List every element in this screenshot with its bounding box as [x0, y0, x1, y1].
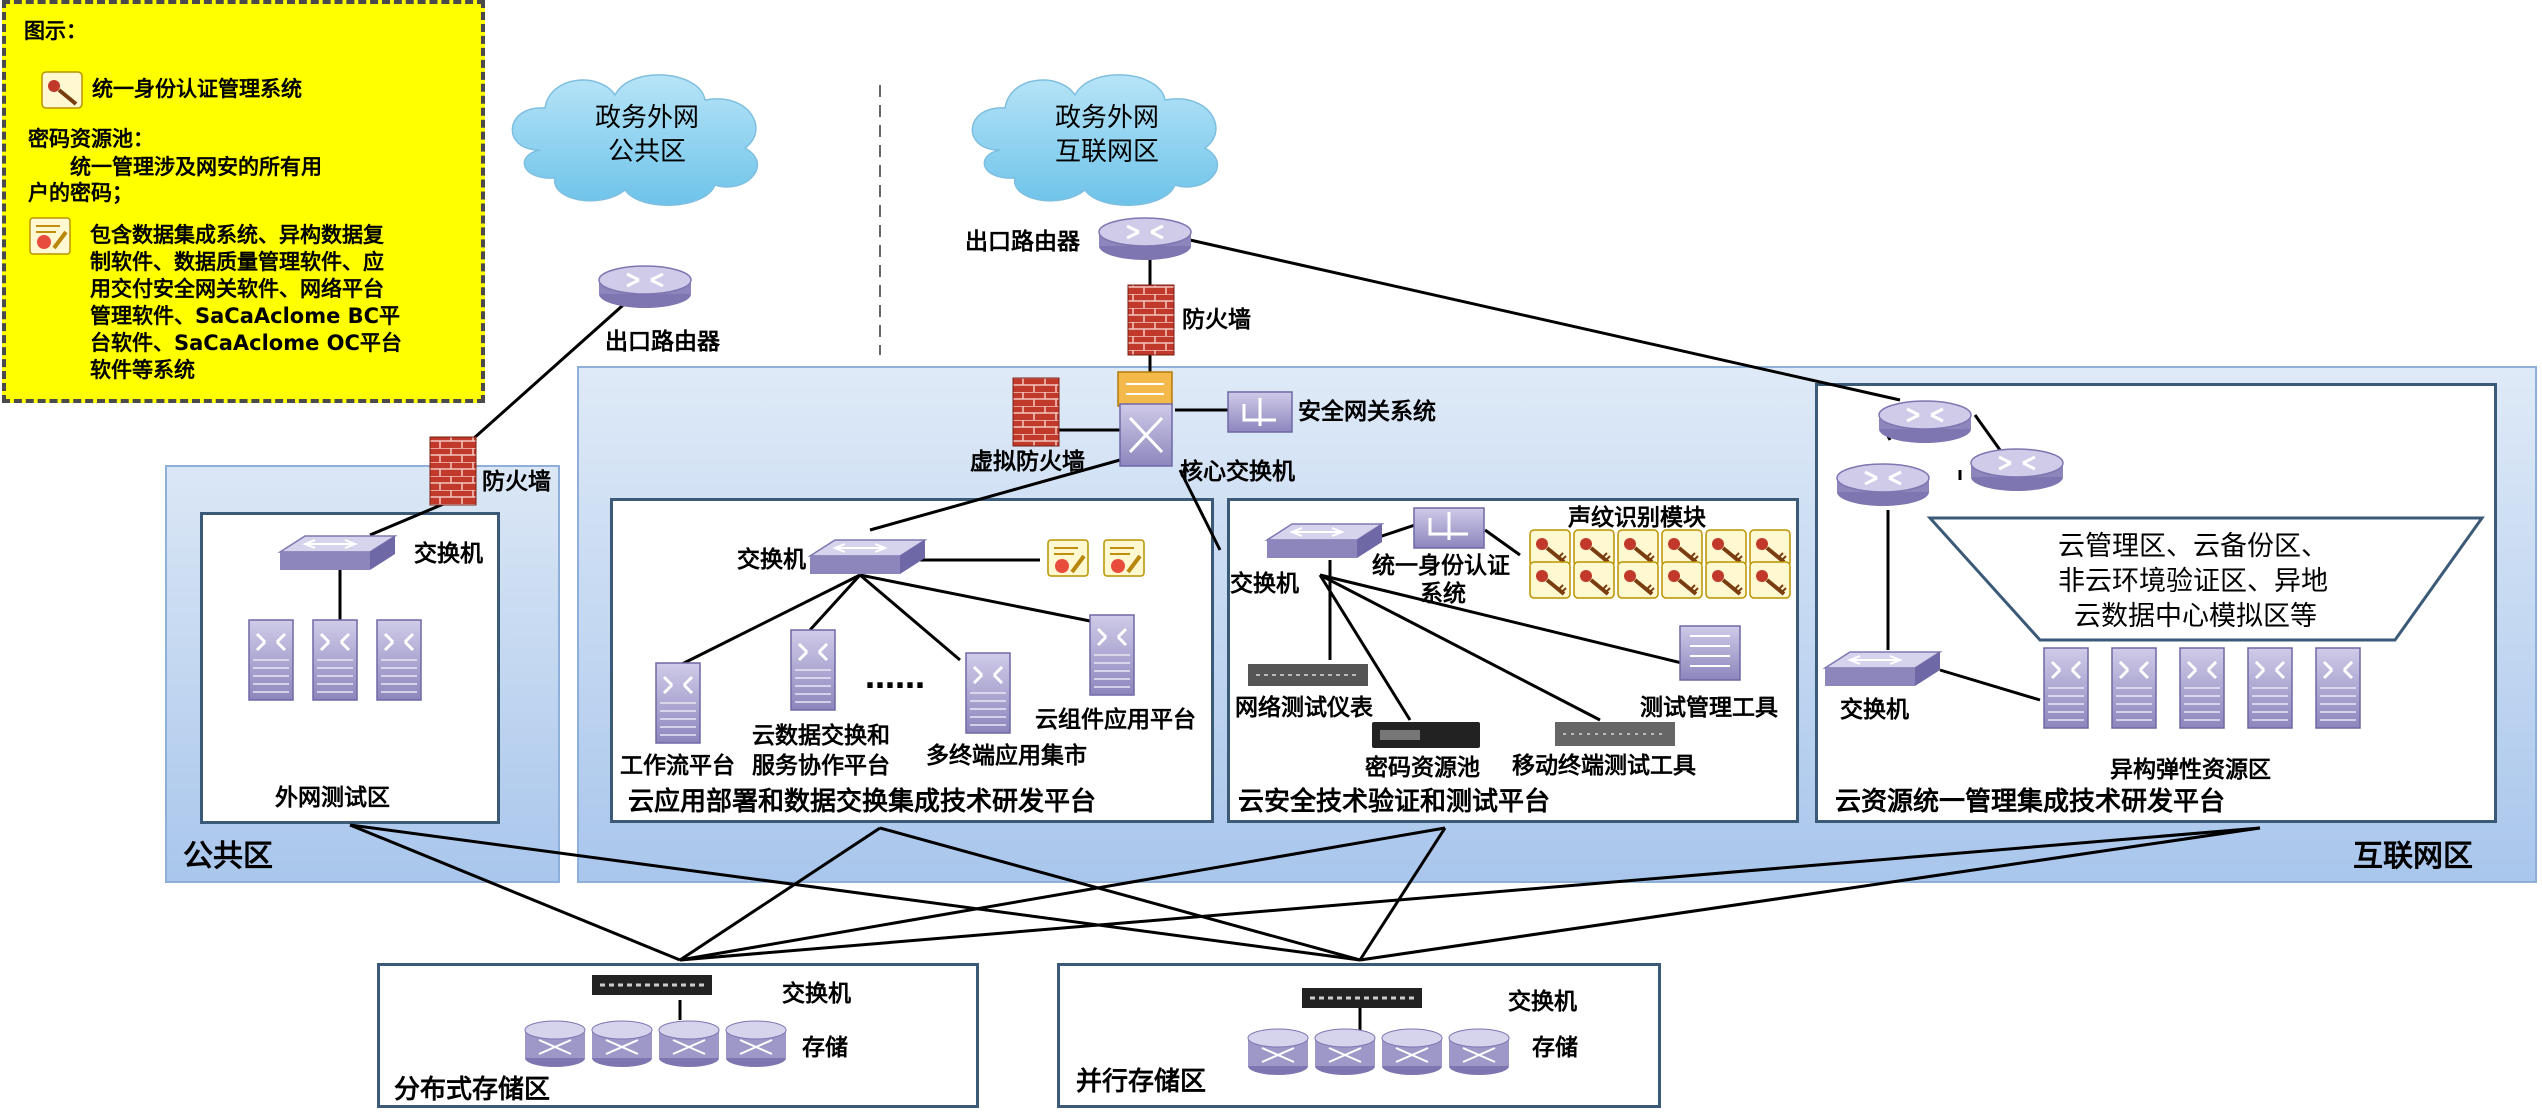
hetero-resource-rack [2042, 646, 2362, 730]
par-switch-icon [1302, 988, 1422, 1008]
switch-sec-label: 交换机 [1230, 571, 1299, 597]
security-gateway-label: 安全网关系统 [1298, 399, 1436, 425]
mobile-test-icon [1555, 722, 1675, 746]
zone-dist-label: 分布式存储区 [394, 1075, 551, 1105]
dist-storage-label: 存储 [802, 1035, 848, 1061]
cloud-exchange-label-2: 服务协作平台 [752, 753, 890, 779]
workflow-platform-label: 工作流平台 [620, 753, 735, 779]
switch-public-icon [279, 535, 396, 571]
test-mgmt-label: 测试管理工具 [1640, 695, 1778, 721]
workflow-server-icon [654, 661, 702, 745]
cloud-internet-label-2: 互联网区 [1055, 137, 1160, 167]
ellipsis-label: …… [865, 661, 925, 696]
zone-internet-label: 互联网区 [2353, 839, 2473, 874]
zone-public-label: 公共区 [183, 839, 273, 874]
cloud-public-label-2: 公共区 [608, 137, 687, 167]
connection-lines [338, 238, 2261, 1030]
cloud-public-icon [511, 74, 759, 206]
uia-label-1: 统一身份认证 [1372, 553, 1510, 579]
cloud-exchange-label-1: 云数据交换和 [752, 723, 890, 749]
cloud-zones-label-2: 非云环境验证区、异地 [2058, 566, 2328, 597]
virtual-firewall-icon [1012, 377, 1060, 447]
password-pool-icon [1372, 722, 1480, 748]
uia-label-2: 系统 [1420, 581, 1466, 607]
par-storage-box [1057, 963, 1661, 1108]
legend-item-uia: 统一身份认证管理系统 [92, 77, 302, 101]
cloud-internet-label-1: 政务外网 [1055, 103, 1160, 133]
cloud-component-label: 云组件应用平台 [1035, 707, 1196, 733]
exit-router-internet-icon [1097, 216, 1193, 262]
switch-sec-icon [1266, 523, 1383, 559]
platform-res-label: 云资源统一管理集成技术研发平台 [1835, 787, 2226, 817]
cloud-internet-icon [971, 74, 1219, 206]
mobile-test-label: 移动终端测试工具 [1512, 753, 1696, 779]
exit-router-public-label: 出口路由器 [605, 329, 720, 355]
par-storage-array [1247, 1028, 1510, 1076]
legend-item3-l3: 用交付安全网关软件、网络平台 [90, 277, 384, 301]
security-gateway-icon [1227, 391, 1293, 433]
uia-system-icon [1413, 507, 1485, 549]
public-server-rack [247, 618, 423, 702]
app-cert-icon-group [1046, 538, 1146, 578]
platform-sec-label: 云安全技术验证和测试平台 [1238, 787, 1551, 817]
voiceprint-key-icon-group [1528, 528, 1792, 600]
firewall-top-icon [1127, 284, 1175, 356]
password-pool-label: 密码资源池 [1365, 755, 1480, 781]
firewall-public-icon [429, 436, 477, 506]
exit-router-public-icon [597, 264, 693, 310]
network-tester-icon [1248, 664, 1368, 686]
core-switch-label: 核心交换机 [1180, 459, 1295, 485]
res-router-1-icon [1877, 399, 1973, 445]
dist-switch-icon [592, 975, 712, 995]
legend-item3-l2: 制软件、数据质量管理软件、应 [90, 250, 384, 274]
par-switch-label: 交换机 [1508, 989, 1577, 1015]
legend-item-pwd-title: 密码资源池： [28, 127, 154, 151]
legend-key-icon [41, 71, 83, 109]
legend-cert-icon [29, 217, 71, 255]
multi-terminal-server-icon [964, 651, 1012, 735]
legend-item3-l4: 管理软件、SaCaAclome BC平 [90, 304, 401, 328]
cloud-public-label-1: 政务外网 [595, 103, 700, 133]
virtual-firewall-label: 虚拟防火墙 [970, 449, 1085, 475]
test-mgmt-icon [1679, 625, 1741, 681]
cloud-component-server-icon [1088, 613, 1136, 697]
par-storage-label: 存储 [1532, 1035, 1578, 1061]
legend-title: 图示： [24, 19, 87, 43]
switch-res-label: 交换机 [1840, 697, 1909, 723]
dist-switch-label: 交换机 [782, 981, 851, 1007]
switch-app-label: 交换机 [737, 547, 806, 573]
zone-external-test-label: 外网测试区 [275, 785, 390, 811]
core-switch-icon [1117, 371, 1173, 467]
platform-app-label: 云应用部署和数据交换集成技术研发平台 [628, 787, 1097, 817]
zone-par-label: 并行存储区 [1076, 1067, 1207, 1097]
legend-item-pwd-desc1: 统一管理涉及网安的所有用 [70, 155, 322, 179]
legend-item3-l1: 包含数据集成系统、异构数据复 [90, 223, 384, 247]
legend-item3-l5: 台软件、SaCaAclome OC平台 [90, 331, 402, 355]
voiceprint-label: 声纹识别模块 [1568, 505, 1706, 531]
res-router-3-icon [1969, 447, 2065, 493]
firewall-public-label: 防火墙 [482, 469, 551, 495]
res-router-2-icon [1835, 462, 1931, 508]
switch-res-icon [1824, 651, 1941, 687]
switch-public-label: 交换机 [414, 541, 483, 567]
network-tester-label: 网络测试仪表 [1235, 695, 1373, 721]
legend-box: 图示： 统一身份认证管理系统 密码资源池： 统一管理涉及网安的所有用 户的密码；… [2, 0, 485, 403]
cloud-zones-funnel [1926, 516, 2485, 642]
cloud-exchange-server-icon [789, 628, 837, 712]
legend-item3-l6: 软件等系统 [90, 358, 195, 382]
dist-storage-array [524, 1020, 787, 1068]
cloud-zones-label-3: 云数据中心模拟区等 [2074, 601, 2317, 632]
hetero-pool-label: 异构弹性资源区 [2110, 757, 2271, 783]
exit-router-internet-label: 出口路由器 [965, 229, 1080, 255]
switch-app-icon [809, 539, 926, 575]
multi-terminal-label: 多终端应用集市 [926, 743, 1087, 769]
cloud-zones-label-1: 云管理区、云备份区、 [2058, 531, 2328, 562]
firewall-top-label: 防火墙 [1182, 307, 1251, 333]
legend-item-pwd-desc2: 户的密码； [28, 181, 133, 205]
